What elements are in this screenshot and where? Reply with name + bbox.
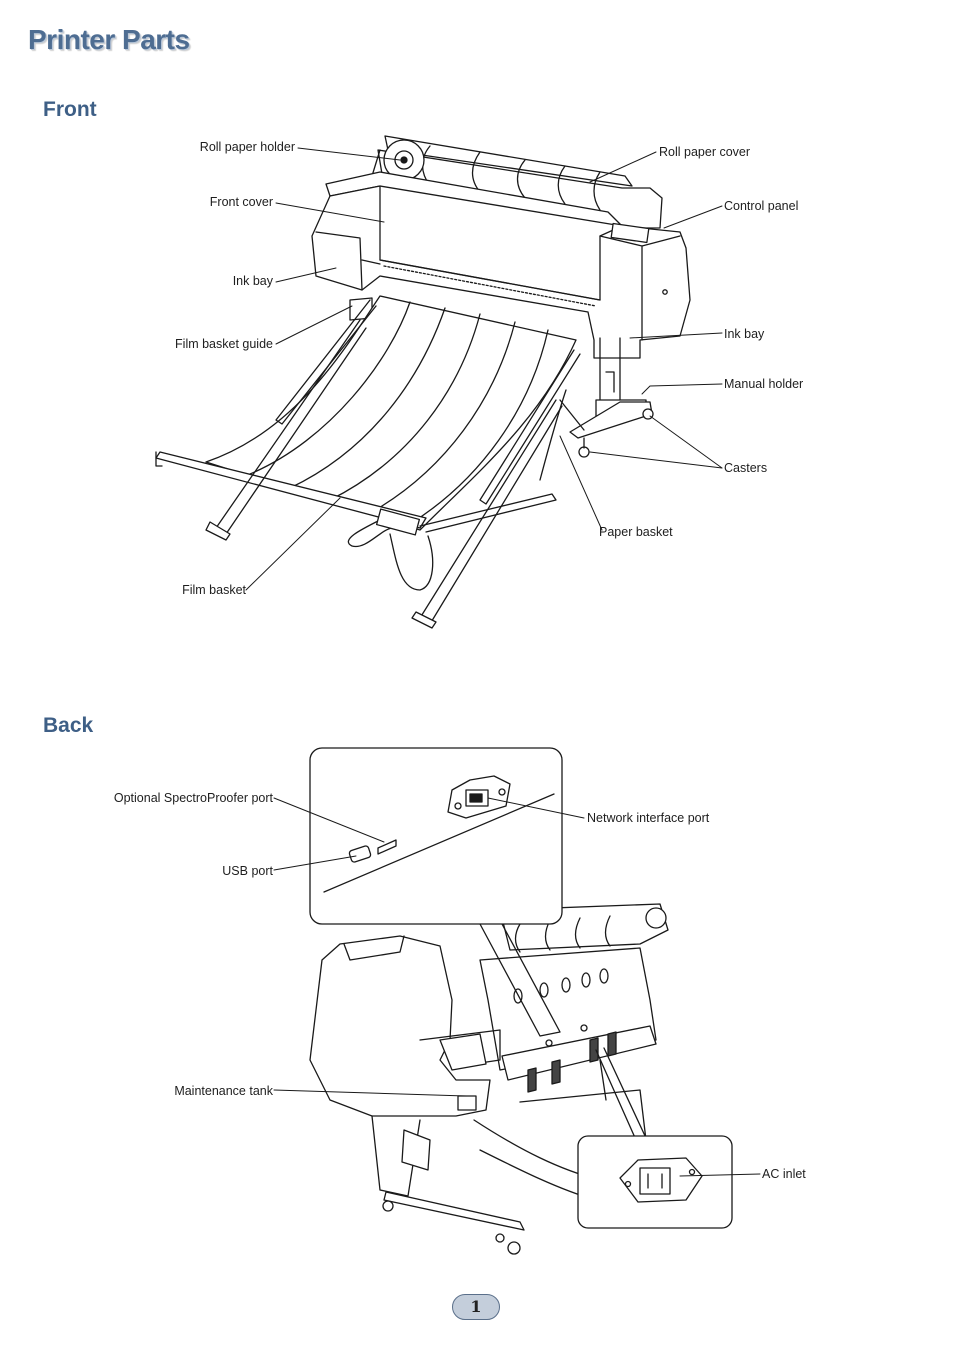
printer-rear-body-shape xyxy=(479,903,669,1093)
back-heading: Back xyxy=(43,714,94,737)
stand-shape xyxy=(349,297,654,458)
label-control-panel: Control panel xyxy=(724,199,799,213)
page-number: 1 xyxy=(452,1294,500,1320)
paper-basket-shape xyxy=(539,389,585,481)
basket-frame-shape xyxy=(205,299,581,629)
label-spectroproofer-port: Optional SpectroProofer port xyxy=(113,791,273,805)
rear-stand-shape xyxy=(371,1059,647,1255)
film-basket-shape xyxy=(155,295,577,591)
label-roll-paper-cover: Roll paper cover xyxy=(659,145,751,159)
label-casters: Casters xyxy=(724,461,768,475)
label-front-cover: Front cover xyxy=(209,195,273,209)
page-title: Printer Parts xyxy=(28,24,190,55)
printer-body-shape xyxy=(311,171,691,421)
label-maintenance-tank: Maintenance tank xyxy=(174,1084,273,1098)
side-housing-shape xyxy=(309,935,501,1117)
label-ink-bay-left: Ink bay xyxy=(232,274,273,288)
label-manual-holder: Manual holder xyxy=(724,377,804,391)
label-ink-bay-right: Ink bay xyxy=(724,327,765,341)
label-usb-port: USB port xyxy=(222,864,273,878)
label-film-basket-guide: Film basket guide xyxy=(175,337,273,351)
label-paper-basket: Paper basket xyxy=(599,525,673,539)
label-film-basket: Film basket xyxy=(182,583,246,597)
ac-inlet-callout-shape xyxy=(577,1047,733,1229)
port-callout-shape xyxy=(309,747,563,1037)
front-heading: Front xyxy=(43,98,97,121)
label-network-port: Network interface port xyxy=(587,811,710,825)
label-roll-paper-holder: Roll paper holder xyxy=(199,140,295,154)
back-leader-lines xyxy=(273,797,761,1177)
label-ac-inlet: AC inlet xyxy=(762,1167,806,1181)
front-leader-lines xyxy=(245,147,723,591)
